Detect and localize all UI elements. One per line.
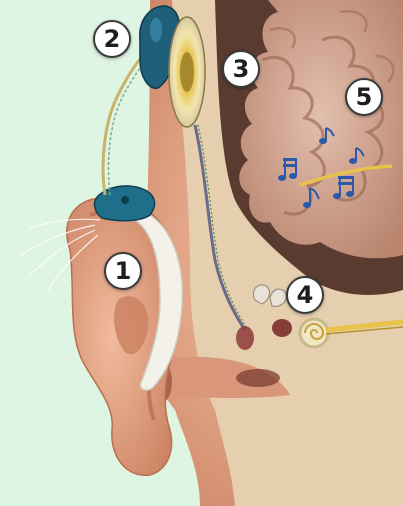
transmitter-highlight (150, 18, 162, 42)
callout-4-cochlea: 4 (286, 276, 324, 314)
callout-5-brain: 5 (345, 78, 383, 116)
callout-3-receiver: 3 (222, 50, 260, 88)
cochlea (300, 319, 328, 347)
receiver-magnet (180, 52, 194, 92)
ear-canal-disk (236, 369, 280, 387)
eardrum (236, 326, 254, 350)
callout-1-microphone: 1 (104, 252, 142, 290)
callout-2-transmitter: 2 (93, 20, 131, 58)
microphone-port (121, 196, 129, 204)
round-window (272, 319, 292, 337)
